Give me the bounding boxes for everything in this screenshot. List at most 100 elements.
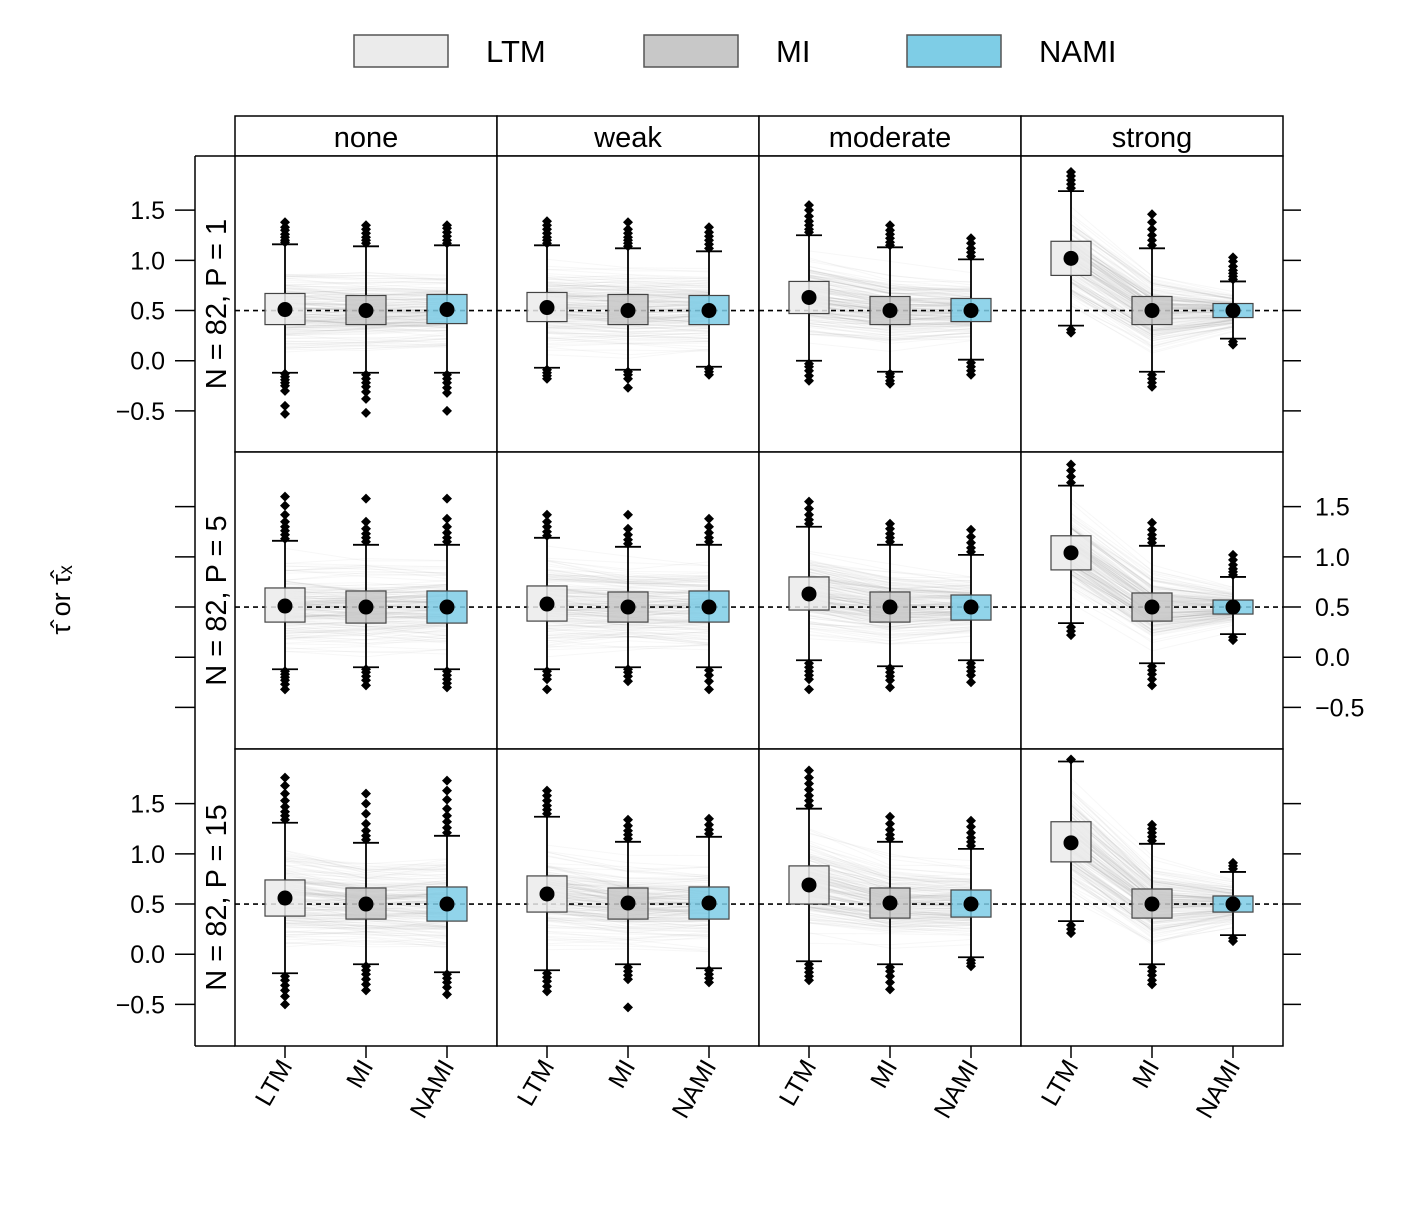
outlier-point	[442, 513, 452, 524]
outlier-point	[804, 800, 814, 811]
x-tick-label-nami: NAMI	[929, 1055, 984, 1123]
row-label: N = 82, P = 15	[201, 804, 233, 991]
outlier-point	[442, 220, 452, 231]
outlier-point	[361, 680, 371, 691]
outlier-point	[280, 780, 290, 791]
right-tick-label: 1.0	[1315, 544, 1350, 572]
outlier-point	[623, 217, 633, 228]
legend-swatch-nami	[906, 34, 1002, 68]
outlier-point	[280, 980, 290, 991]
panel-r1-c0: N = 82, P = 5	[201, 451, 498, 750]
y-tick-label: 1.5	[130, 791, 165, 819]
outlier-point	[280, 491, 290, 502]
box-ltm	[788, 765, 830, 986]
outlier-point	[966, 832, 976, 843]
mean-point	[701, 895, 717, 911]
x-tick-label-ltm: LTM	[1036, 1055, 1084, 1111]
outlier-point	[804, 200, 814, 211]
outlier-point	[442, 377, 452, 388]
outlier-point	[1066, 477, 1076, 488]
outlier-point	[885, 966, 895, 977]
outlier-point	[442, 382, 452, 393]
outlier-point	[1147, 529, 1157, 540]
y-tick-label: 0.0	[130, 348, 165, 376]
x-tick-label-mi: MI	[603, 1055, 641, 1093]
x-tick-label-nami: NAMI	[667, 1055, 722, 1123]
box-nami	[426, 493, 468, 693]
panel-content	[497, 509, 759, 695]
outlier-point	[966, 531, 976, 542]
outlier-point	[542, 986, 552, 997]
outlier-point	[966, 233, 976, 244]
right-tick-label: 0.5	[1315, 594, 1350, 622]
outlier-point	[1066, 928, 1076, 939]
outlier-point	[1228, 635, 1238, 646]
outlier-point	[361, 381, 371, 392]
mean-point	[539, 886, 555, 902]
outlier-point	[361, 528, 371, 539]
outlier-point	[280, 400, 290, 411]
box-mi	[345, 493, 387, 691]
outlier-point	[1066, 471, 1076, 482]
outlier-point	[885, 220, 895, 231]
panel-content	[759, 496, 1021, 695]
panel-r1-c2	[758, 451, 1022, 750]
mean-point	[1225, 896, 1241, 912]
outlier-point	[804, 790, 814, 801]
mean-point	[1063, 835, 1079, 851]
panel-r0-c3	[1020, 155, 1284, 453]
y-tick-label: 0.5	[130, 298, 165, 326]
outlier-point	[1228, 936, 1238, 947]
outlier-point	[542, 509, 552, 520]
outlier-point	[1066, 465, 1076, 476]
outlier-point	[280, 408, 290, 419]
outlier-point	[704, 813, 714, 824]
mean-point	[539, 596, 555, 612]
outlier-point	[542, 216, 552, 227]
outlier-point	[1066, 327, 1076, 338]
outlier-point	[804, 205, 814, 216]
outlier-point	[804, 370, 814, 381]
box-nami	[950, 524, 992, 688]
y-tick-label: 0.0	[130, 941, 165, 969]
right-tick-label: 0.0	[1315, 644, 1350, 672]
outlier-point	[542, 981, 552, 992]
panel-content	[235, 491, 497, 695]
outlier-point	[966, 238, 976, 249]
box-nami	[1212, 252, 1254, 350]
outlier-point	[1147, 979, 1157, 990]
panel-r0-c2	[758, 155, 1022, 453]
outlier-point	[542, 526, 552, 537]
box-nami	[1212, 857, 1254, 947]
outlier-point	[1147, 680, 1157, 691]
outlier-point	[804, 975, 814, 986]
mean-point	[963, 896, 979, 912]
mean-point	[1144, 896, 1160, 912]
outlier-point	[542, 790, 552, 801]
outlier-point	[542, 516, 552, 527]
outlier-point	[361, 386, 371, 397]
outlier-point	[966, 827, 976, 838]
outlier-point	[885, 682, 895, 693]
outlier-point	[1228, 339, 1238, 350]
outlier-point	[280, 521, 290, 532]
box-nami	[688, 513, 730, 695]
outlier-point	[1228, 857, 1238, 868]
outlier-point	[704, 819, 714, 830]
panel-content	[759, 765, 1021, 995]
box-mi	[1131, 517, 1173, 691]
outlier-point	[361, 393, 371, 404]
outlier-point	[442, 532, 452, 543]
box-ltm	[1050, 167, 1092, 338]
outlier-point	[966, 243, 976, 254]
outlier-point	[704, 527, 714, 538]
outlier-point	[361, 675, 371, 686]
outlier-point	[623, 529, 633, 540]
outlier-point	[623, 534, 633, 545]
outlier-point	[542, 976, 552, 987]
outlier-point	[623, 825, 633, 836]
outlier-point	[542, 373, 552, 384]
outlier-point	[280, 516, 290, 527]
